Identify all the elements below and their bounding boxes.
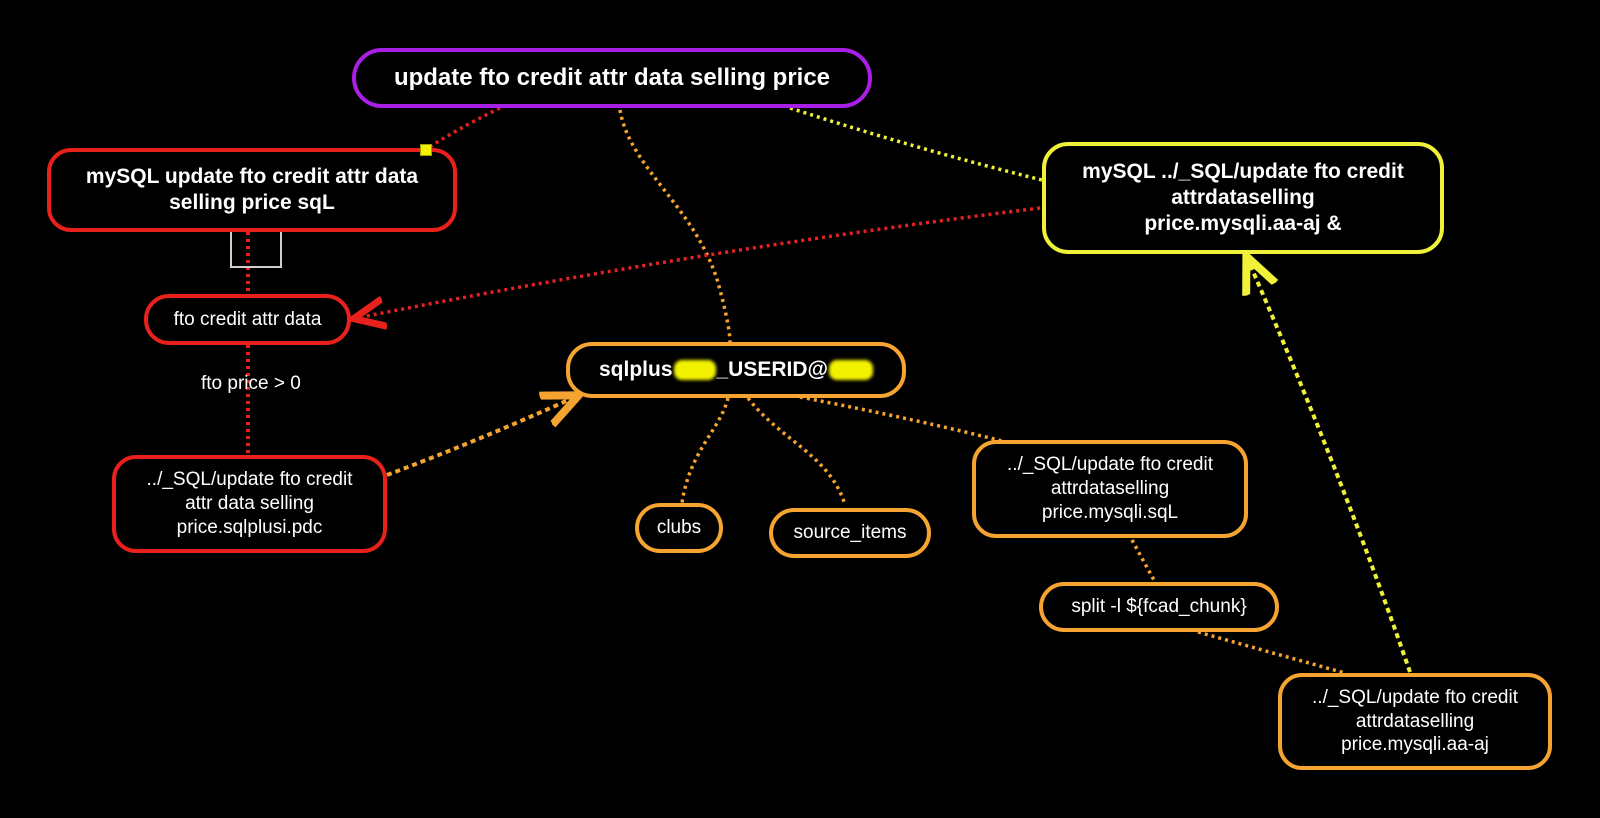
edge-root-to-mysql-sql [424,106,501,152]
edge-root-to-sqlplus [618,109,732,343]
node-sqlplus[interactable]: sqlplus _USERID@ [566,342,906,398]
edge-split-to-mysqli-aa-aj [1197,630,1346,675]
node-source-items[interactable]: source_items [769,508,931,558]
edge-sqlplus-to-source-items [746,396,847,506]
edge-sqlplusi-pdc-to-sqlplus [386,397,575,477]
node-root[interactable]: update fto credit attr data selling pric… [352,48,872,108]
node-split[interactable]: split -l ${fcad_chunk} [1039,582,1279,632]
edge-sqlplus-to-clubs [680,397,730,504]
redacted-user-mark [673,360,716,380]
sqlplus-prefix: sqlplus [598,357,673,381]
edge-mysql-run-to-fto-credit [357,206,1041,318]
redacted-host-mark [829,360,874,380]
node-mysqli-aa-aj[interactable]: ../_SQL/update fto credit attrdatasellin… [1278,673,1552,770]
connector-handle-icon[interactable] [420,144,432,156]
edge-mysqli-sql-to-split [1130,539,1157,583]
node-clubs[interactable]: clubs [635,503,723,553]
node-mysql-sql[interactable]: mySQL update fto credit attr data sellin… [47,148,457,232]
node-mysql-run[interactable]: mySQL ../_SQL/update fto credit attrdata… [1042,142,1444,254]
node-mysqli-sql[interactable]: ../_SQL/update fto credit attrdatasellin… [972,440,1248,538]
node-sqlplusi-pdc[interactable]: ../_SQL/update fto credit attr data sell… [112,455,387,553]
node-marker-icon [230,232,282,268]
sqlplus-userid: _USERID@ [716,357,829,381]
edge-label-fto-price: fto price > 0 [201,373,301,394]
node-fto-credit[interactable]: fto credit attr data [144,294,351,345]
edge-mysqli-aa-aj-to-mysql-run [1248,260,1412,673]
edge-root-to-mysql-run [789,106,1043,182]
edge-sqlplus-to-mysqli-sql [799,395,1011,445]
